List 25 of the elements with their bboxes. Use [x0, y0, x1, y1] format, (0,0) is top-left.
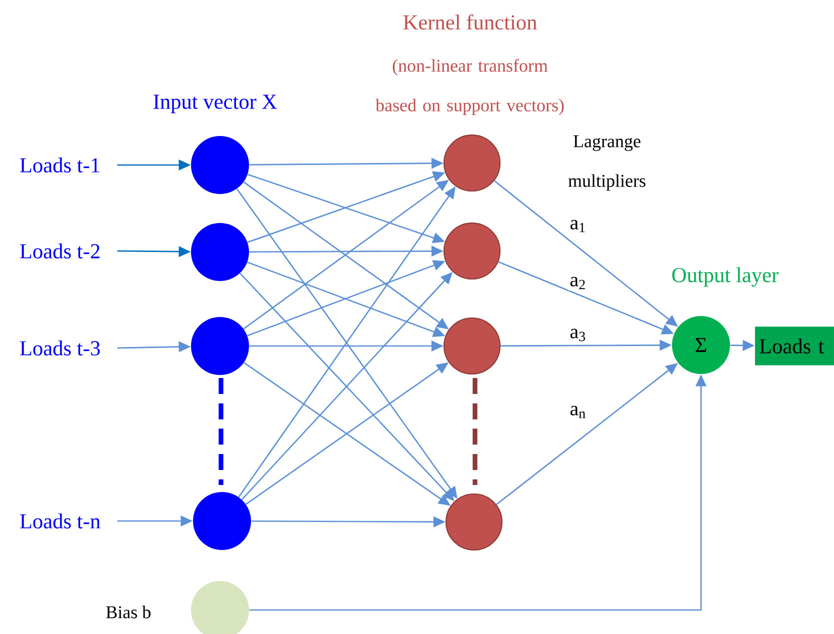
input-node	[191, 317, 249, 375]
input-label: Loads t-1	[20, 157, 100, 172]
edge-label: a$_{2}$	[568, 276, 588, 290]
heading: Output layer	[672, 267, 778, 287]
input-label: Loads t-3	[20, 340, 100, 356]
edge-label: a$_{3}$	[568, 327, 588, 343]
output-box: Loads t	[755, 326, 834, 366]
heading: Input vector X	[154, 94, 277, 114]
bias-node	[191, 581, 249, 634]
heading: Kernel function	[403, 14, 537, 30]
edge-label: a$_{1}$	[568, 218, 588, 234]
kernel-node	[445, 493, 503, 551]
input-label: Loads t-2	[20, 243, 100, 258]
subheading: (non-linear transform based on support vectors)	[376, 58, 564, 116]
kernel-node	[443, 222, 501, 280]
kernel-node	[443, 317, 501, 375]
input-node	[191, 223, 249, 281]
input-node	[191, 136, 249, 194]
input-label: Loads t-n	[20, 513, 100, 528]
input-node	[193, 492, 251, 550]
annotation-text: Lagrange multipliers	[568, 135, 646, 191]
kernel-node	[443, 134, 501, 192]
node-caption: Bias b	[106, 606, 150, 618]
edge-label: a$_{n}$	[568, 404, 588, 420]
output-node: Σ	[672, 316, 730, 374]
